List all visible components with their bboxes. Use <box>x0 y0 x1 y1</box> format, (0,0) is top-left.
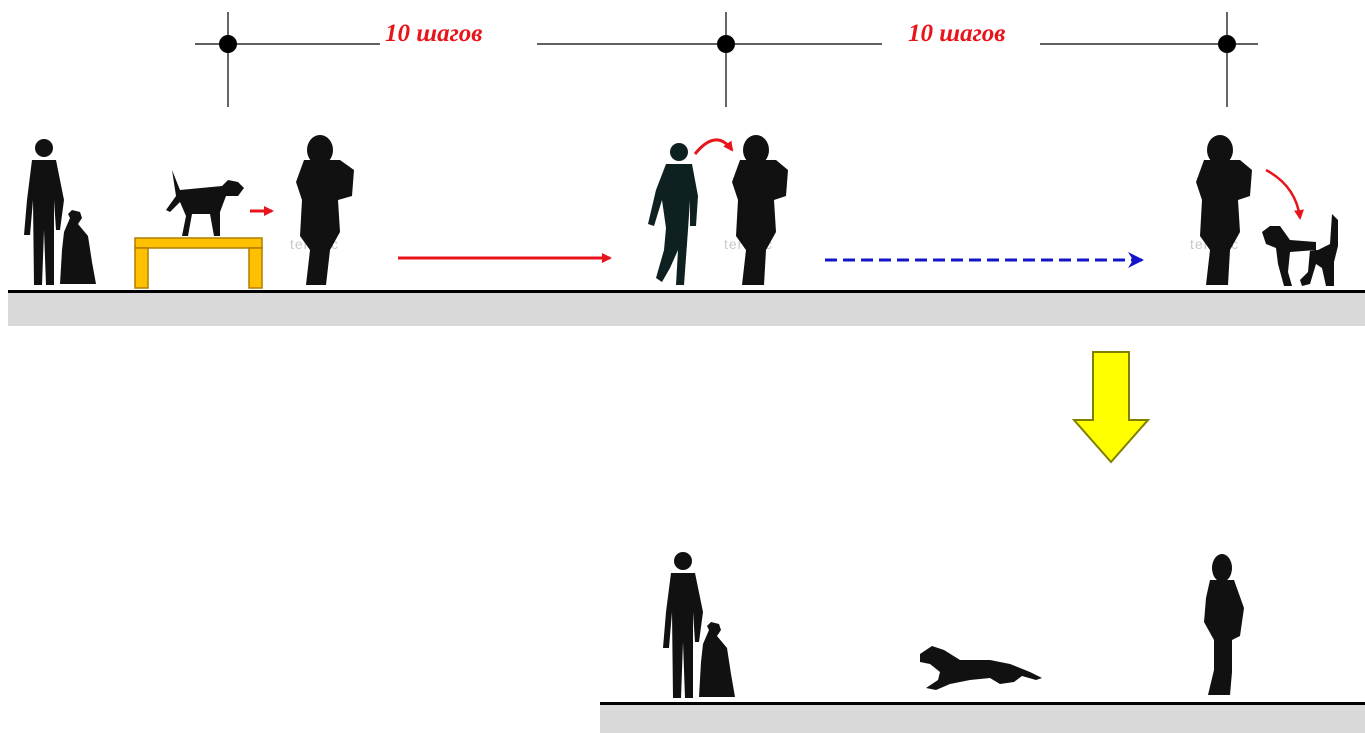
ground-bottom <box>600 702 1365 733</box>
walking-figure-icon <box>648 143 698 285</box>
distance-label-2: 10 шагов <box>908 20 1006 47</box>
standing-dog-icon <box>1262 214 1338 286</box>
marker-dot-1 <box>219 35 237 53</box>
curved-red-arrow-1 <box>693 138 734 155</box>
marker-dot-2 <box>717 35 735 53</box>
helper-figure-icon-2 <box>732 135 788 285</box>
distance-label-1: 10 шагов <box>385 20 483 47</box>
running-dog-icon <box>920 646 1042 690</box>
ground-top <box>8 290 1365 326</box>
handler-with-sitting-dog-icon-bottom <box>663 552 735 698</box>
standing-helper-icon <box>1204 554 1244 695</box>
dog-on-table-icon <box>134 170 263 289</box>
helper-figure-icon <box>296 135 354 285</box>
handler-with-sitting-dog-icon <box>24 139 96 285</box>
helper-figure-icon-3 <box>1196 135 1252 285</box>
marker-dot-3 <box>1218 35 1236 53</box>
yellow-down-arrow-icon <box>1071 351 1151 464</box>
curved-red-arrow-2 <box>1265 168 1304 220</box>
